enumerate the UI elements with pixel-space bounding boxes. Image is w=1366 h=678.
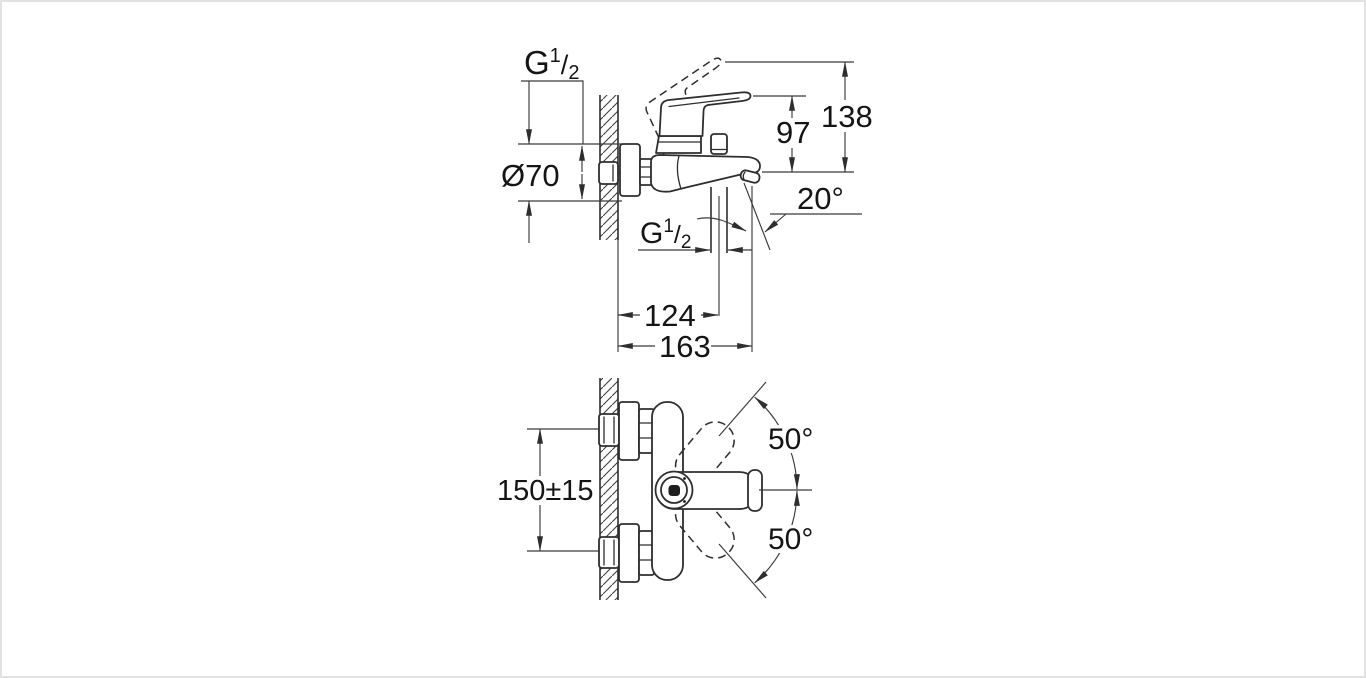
outlet-thread-label: G1/2 <box>640 216 691 253</box>
lever-raised-height-label: 138 <box>821 99 873 134</box>
dim-swivel-angles: 50° 50° <box>718 381 813 599</box>
supply-fitting-side <box>598 161 624 185</box>
lever-handle-front <box>654 469 763 512</box>
front-view: 150±15 <box>497 378 813 600</box>
wall-to-outlet-label: 124 <box>644 298 696 333</box>
wall-to-spout-label: 163 <box>659 329 711 364</box>
side-view: G1/2 Ø70 <box>501 44 873 364</box>
swivel-down-label: 50° <box>768 523 813 556</box>
dim-spout-angle: 20° <box>743 181 862 352</box>
supply-thread-label: G1/2 <box>524 44 579 84</box>
lever-handle-side <box>658 91 752 137</box>
escutcheon-side <box>619 143 641 197</box>
dim-lever-heights: 97 138 <box>725 61 873 173</box>
dim-outlet-thread: G1/2 <box>638 216 752 253</box>
dim-reach: 124 163 <box>617 298 753 364</box>
escutcheon-top-front <box>618 401 640 461</box>
dim-inlet-spacing: 150±15 <box>497 428 600 552</box>
swivel-up-label: 50° <box>768 423 813 456</box>
escutcheon-diameter-label: Ø70 <box>501 158 560 193</box>
escutcheon-bottom-front <box>618 523 640 583</box>
diverter-knob <box>710 133 728 155</box>
lever-height-label: 97 <box>776 115 810 150</box>
dim-escutcheon-diameter: Ø70 <box>501 143 622 202</box>
spout-angle-label: 20° <box>797 181 844 216</box>
lever-swivel-dashed <box>674 421 735 559</box>
mixer-body-side <box>650 154 761 193</box>
union-nut-top-front <box>638 408 655 454</box>
wall-section-side <box>599 95 619 352</box>
dim-supply-thread: G1/2 <box>521 44 585 243</box>
aerator <box>739 169 761 184</box>
union-nut-side <box>639 158 654 186</box>
supply-fitting-bottom-front <box>598 536 620 569</box>
brand-logo-mark <box>668 485 680 496</box>
supply-fitting-top-front <box>598 413 620 447</box>
shower-outlet-pipe <box>710 187 728 316</box>
inlet-spacing-label: 150±15 <box>497 475 594 507</box>
cartridge-collar-side <box>655 135 702 154</box>
